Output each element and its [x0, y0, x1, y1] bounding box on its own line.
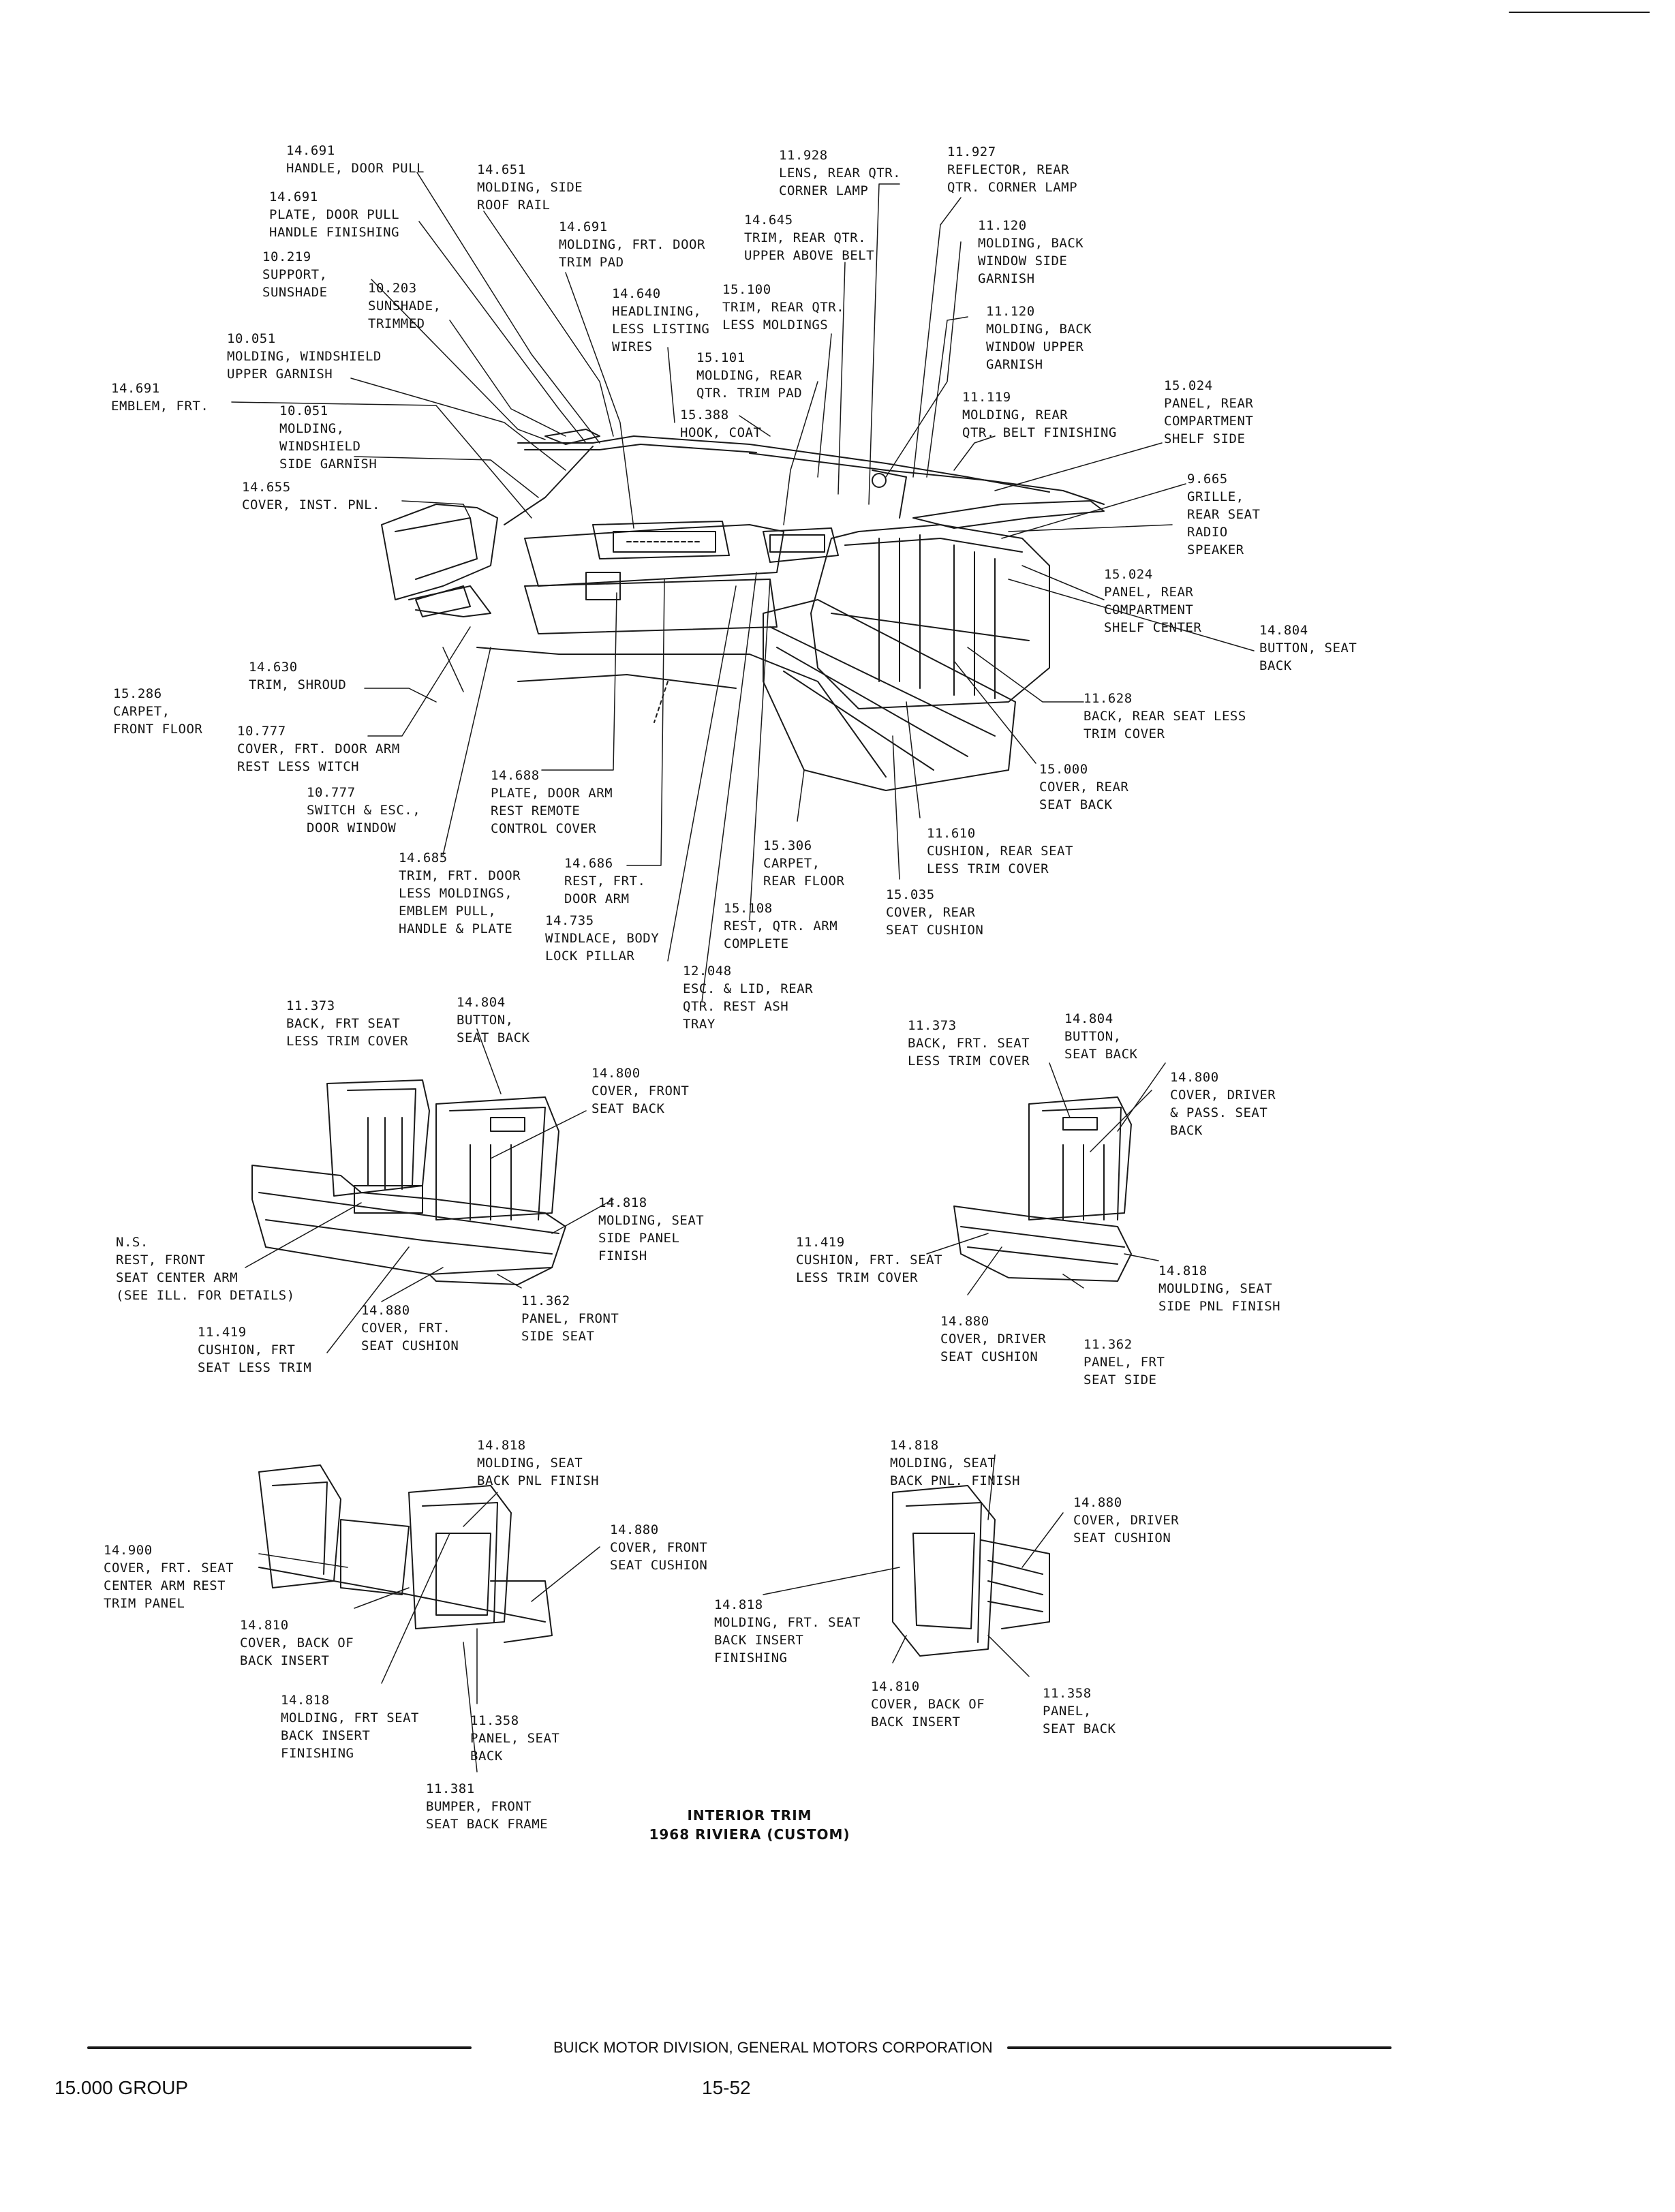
callout-bench-cushion-cover: 14.880 COVER, FRT. SEAT CUSHION [361, 1303, 459, 1353]
callout-door-arm-rest-cover: 10.777 COVER, FRT. DOOR ARM REST LESS WI… [237, 724, 400, 774]
callout-headlining: 14.640 HEADLINING, LESS LISTING WIRES [612, 286, 710, 354]
callout-door-pull-plate: 14.691 PLATE, DOOR PULL HANDLE FINISHING [269, 189, 400, 240]
front-bench-seat-drawing [252, 1080, 566, 1285]
callout-windshield-upper-garnish: 10.051 MOLDING, WINDSHIELD UPPER GARNISH [227, 331, 382, 382]
callout-qtr-arm-rest: 15.108 REST, QTR. ARM COMPLETE [724, 901, 838, 951]
callout-side-roof-rail-molding: 14.651 MOLDING, SIDE ROOF RAIL [477, 162, 583, 213]
bucket-seat-back-drawing [893, 1486, 1049, 1656]
callout-bucket-back-insert-molding: 14.818 MOLDING, FRT. SEAT BACK INSERT FI… [714, 1597, 861, 1665]
callout-back-window-side-garnish: 11.120 MOLDING, BACK WINDOW SIDE GARNISH [978, 218, 1084, 286]
callout-driver-back-frame: 11.373 BACK, FRT. SEAT LESS TRIM COVER [908, 1018, 1030, 1069]
callout-frt-door-trim-pad-molding: 14.691 MOLDING, FRT. DOOR TRIM PAD [559, 219, 705, 270]
callout-driver-side-panel-molding: 14.818 MOULDING, SEAT SIDE PNL FINISH [1158, 1263, 1281, 1314]
leader-lines-main [232, 172, 1254, 1002]
bench-seat-back-drawing [259, 1465, 552, 1642]
footer-division: BUICK MOTOR DIVISION, GENERAL MOTORS COR… [553, 2039, 993, 2056]
callout-shroud-trim: 14.630 TRIM, SHROUD [249, 660, 347, 692]
callout-rear-qtr-belt-molding: 11.119 MOLDING, REAR QTR. BELT FINISHING [962, 390, 1117, 440]
callout-bucket-back-insert-cover: 14.810 COVER, BACK OF BACK INSERT [871, 1679, 985, 1730]
callout-bucket-seat-back-panel: 11.358 PANEL, SEAT BACK [1043, 1686, 1116, 1736]
callout-rear-qtr-trim-pad-molding: 15.101 MOLDING, REAR QTR. TRIM PAD [696, 350, 803, 401]
caption-title: INTERIOR TRIM [687, 1807, 812, 1824]
callout-frt-door-trim: 14.685 TRIM, FRT. DOOR LESS MOLDINGS, EM… [399, 850, 521, 936]
diagram-caption: INTERIOR TRIM 1968 RIVIERA (CUSTOM) [641, 1806, 859, 1844]
car-interior-drawing [382, 429, 1104, 790]
leader-lines-bench-1 [245, 1029, 613, 1353]
leader-lines-back-2 [763, 1455, 1063, 1676]
callout-rear-compartment-shelf-center: 15.024 PANEL, REAR COMPARTMENT SHELF CEN… [1104, 567, 1202, 635]
callout-bucket-cushion-cover: 14.880 COVER, DRIVER SEAT CUSHION [1073, 1495, 1180, 1546]
footer-page-number: 15-52 [702, 2077, 751, 2098]
callout-bench-side-panel: 11.362 PANEL, FRONT SIDE SEAT [521, 1293, 619, 1344]
callout-rear-qtr-corner-lamp-reflector: 11.927 REFLECTOR, REAR QTR. CORNER LAMP [947, 144, 1078, 195]
callout-rear-compartment-shelf-side: 15.024 PANEL, REAR COMPARTMENT SHELF SID… [1164, 378, 1254, 446]
callout-driver-cushion-frame: 11.419 CUSHION, FRT. SEAT LESS TRIM COVE… [796, 1235, 942, 1285]
callout-back-window-upper-garnish: 11.120 MOLDING, BACK WINDOW UPPER GARNIS… [986, 304, 1092, 372]
leader-lines-back-1 [259, 1492, 600, 1772]
callout-bench-front-cushion-cover: 14.880 COVER, FRONT SEAT CUSHION [610, 1522, 708, 1573]
callout-rear-qtr-ash-tray: 12.048 ESC. & LID, REAR QTR. REST ASH TR… [683, 964, 814, 1032]
callout-sunshade-support: 10.219 SUPPORT, SUNSHADE [262, 249, 328, 300]
callout-door-window-switch: 10.777 SWITCH & ESC., DOOR WINDOW [307, 785, 421, 835]
callout-bench-side-panel-molding: 14.818 MOLDING, SEAT SIDE PANEL FINISH [598, 1195, 705, 1263]
callout-rear-floor-carpet: 15.306 CARPET, REAR FLOOR [763, 838, 845, 889]
callout-emblem-frt: 14.691 EMBLEM, FRT. [111, 381, 209, 414]
callout-driver-side-panel: 11.362 PANEL, FRT SEAT SIDE [1084, 1337, 1165, 1387]
callout-door-arm-rest-plate: 14.688 PLATE, DOOR ARM REST REMOTE CONTR… [491, 768, 613, 836]
callout-center-arm-rest-trim-panel: 14.900 COVER, FRT. SEAT CENTER ARM REST … [104, 1543, 234, 1611]
callout-bench-back-panel-molding: 14.818 MOLDING, SEAT BACK PNL FINISH [477, 1438, 600, 1488]
callout-rear-seat-cushion-frame: 11.610 CUSHION, REAR SEAT LESS TRIM COVE… [927, 826, 1073, 876]
callout-bench-back-button: 14.804 BUTTON, SEAT BACK [457, 995, 530, 1045]
callout-door-pull-handle: 14.691 HANDLE, DOOR PULL [286, 143, 425, 176]
callout-seat-back-frame-bumper: 11.381 BUMPER, FRONT SEAT BACK FRAME [426, 1781, 549, 1832]
callout-rear-qtr-corner-lamp-lens: 11.928 LENS, REAR QTR. CORNER LAMP [779, 148, 902, 198]
callout-driver-back-button: 14.804 BUTTON, SEAT BACK [1064, 1011, 1138, 1062]
callout-bench-back-frame: 11.373 BACK, FRT SEAT LESS TRIM COVER [286, 998, 409, 1049]
callout-bench-back-insert-molding: 14.818 MOLDING, FRT SEAT BACK INSERT FIN… [281, 1693, 419, 1761]
callout-driver-cushion-cover: 14.880 COVER, DRIVER SEAT CUSHION [940, 1314, 1047, 1364]
callout-front-floor-carpet: 15.286 CARPET, FRONT FLOOR [113, 686, 203, 737]
callout-driver-back-cover: 14.800 COVER, DRIVER & PASS. SEAT BACK [1170, 1070, 1276, 1138]
callout-inst-panel-cover: 14.655 COVER, INST. PNL. [242, 480, 380, 512]
driver-seat-drawing [954, 1097, 1131, 1281]
callout-windshield-side-garnish: 10.051 MOLDING, WINDSHIELD SIDE GARNISH [279, 403, 378, 472]
callout-rear-seat-cushion-cover: 15.035 COVER, REAR SEAT CUSHION [886, 887, 984, 938]
callout-bench-back-cover: 14.800 COVER, FRONT SEAT BACK [591, 1066, 690, 1116]
callout-bench-seat-back-panel: 11.358 PANEL, SEAT BACK [470, 1713, 560, 1764]
callout-rear-seat-radio-speaker-grille: 9.665 GRILLE, REAR SEAT RADIO SPEAKER [1187, 472, 1261, 557]
callout-coat-hook: 15.388 HOOK, COAT [680, 408, 762, 440]
callout-rear-seat-back-frame: 11.628 BACK, REAR SEAT LESS TRIM COVER [1084, 691, 1246, 741]
leader-lines-driver [927, 1063, 1165, 1295]
callout-rear-qtr-upper-trim: 14.645 TRIM, REAR QTR. UPPER ABOVE BELT [744, 213, 875, 263]
callout-rear-seat-back-cover: 15.000 COVER, REAR SEAT BACK [1039, 762, 1129, 812]
caption-subtitle: 1968 RIVIERA (CUSTOM) [649, 1826, 850, 1843]
callout-center-arm-rest: N.S. REST, FRONT SEAT CENTER ARM (SEE IL… [116, 1235, 295, 1303]
callout-frt-door-arm-rest: 14.686 REST, FRT. DOOR ARM [564, 856, 646, 906]
callout-bucket-back-panel-molding: 14.818 MOLDING, SEAT BACK PNL. FINISH [890, 1438, 1021, 1488]
callout-rear-qtr-trim: 15.100 TRIM, REAR QTR. LESS MOLDINGS [722, 282, 845, 333]
callout-sunshade-trimmed: 10.203 SUNSHADE, TRIMMED [368, 281, 442, 331]
callout-bench-back-insert-cover: 14.810 COVER, BACK OF BACK INSERT [240, 1618, 354, 1668]
callout-bench-cushion-frame: 11.419 CUSHION, FRT SEAT LESS TRIM [198, 1325, 312, 1375]
footer-group: 15.000 GROUP [55, 2077, 189, 2098]
callout-rear-seat-back-button: 14.804 BUTTON, SEAT BACK [1259, 623, 1357, 673]
callout-body-lock-pillar-windlace: 14.735 WINDLACE, BODY LOCK PILLAR [545, 913, 660, 964]
